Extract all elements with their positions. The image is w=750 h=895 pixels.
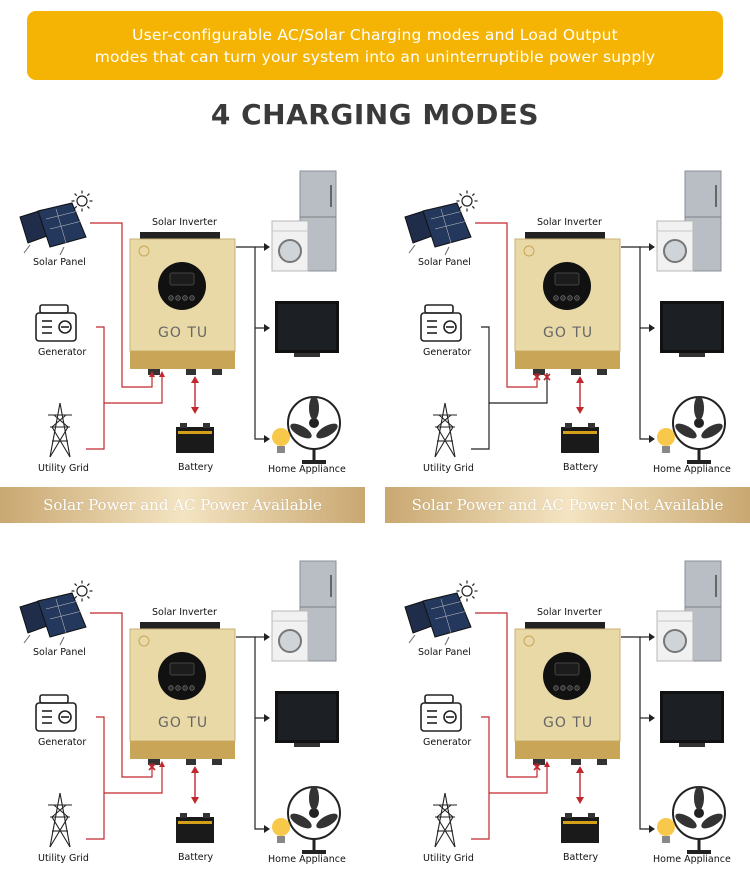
battery-label: Battery xyxy=(563,852,599,863)
inverter-label: Solar Inverter xyxy=(152,607,217,618)
brand-logo: GO TU xyxy=(158,325,209,341)
x-mark-icon xyxy=(148,763,156,771)
solar-panel-icon xyxy=(404,592,472,646)
home-appliance-label: Home Appliance xyxy=(653,854,731,865)
bulb-icon xyxy=(272,818,290,843)
solar-panel-label: Solar Panel xyxy=(418,257,471,268)
bulb-icon xyxy=(657,818,675,843)
inverter-label: Solar Inverter xyxy=(537,607,602,618)
solar-panel-icon xyxy=(19,592,87,646)
mode-panel-2: Solar Inverter Solar Panel Generator Uti… xyxy=(385,165,750,523)
home-appliance-label: Home Appliance xyxy=(268,464,346,475)
home-appliance-label: Home Appliance xyxy=(653,464,731,475)
inverter-icon xyxy=(129,622,236,765)
fan-icon xyxy=(287,786,341,854)
utility-grid-icon xyxy=(48,402,72,458)
battery-icon xyxy=(561,423,599,453)
washing-machine-icon xyxy=(271,220,309,272)
solar-panel-label: Solar Panel xyxy=(33,257,86,268)
bulb-icon xyxy=(657,428,675,453)
utility-grid-label: Utility Grid xyxy=(38,463,89,474)
inverter-icon xyxy=(514,622,621,765)
tv-icon xyxy=(275,301,339,357)
tv-icon xyxy=(660,301,724,357)
generator-icon xyxy=(35,694,77,732)
generator-icon xyxy=(35,304,77,342)
banner-line-1: User-configurable AC/Solar Charging mode… xyxy=(132,25,618,44)
fan-icon xyxy=(287,396,341,464)
generator-icon xyxy=(420,304,462,342)
mode-panel-4: Solar Inverter Solar Panel Generator Uti… xyxy=(385,555,750,895)
washing-machine-icon xyxy=(271,610,309,662)
x-mark-icon xyxy=(533,763,541,771)
mode-caption: Solar Power and AC Power Available xyxy=(0,487,365,523)
x-mark-icon xyxy=(533,373,541,381)
page-title: 4 CHARGING MODES xyxy=(210,98,540,131)
banner-line-2: modes that can turn your system into an … xyxy=(94,47,656,66)
battery-label: Battery xyxy=(178,462,214,473)
fan-icon xyxy=(672,786,726,854)
brand-logo: GO TU xyxy=(543,715,594,731)
battery-label: Battery xyxy=(563,462,599,473)
washing-machine-icon xyxy=(656,610,694,662)
brand-logo: GO TU xyxy=(543,325,594,341)
feature-banner: User-configurable AC/Solar Charging mode… xyxy=(27,11,723,80)
fan-icon xyxy=(672,396,726,464)
refrigerator-icon xyxy=(684,170,722,272)
brand-logo: GO TU xyxy=(158,715,209,731)
generator-label: Generator xyxy=(423,347,472,358)
utility-grid-label: Utility Grid xyxy=(423,463,474,474)
sun-icon xyxy=(71,580,93,602)
tv-icon xyxy=(660,691,724,747)
mode-caption: Solar Power and AC Power Not Available xyxy=(385,487,750,523)
utility-grid-icon xyxy=(433,792,457,848)
solar-panel-icon xyxy=(19,202,87,256)
utility-grid-label: Utility Grid xyxy=(423,853,474,864)
tv-icon xyxy=(275,691,339,747)
generator-label: Generator xyxy=(38,347,87,358)
utility-grid-icon xyxy=(48,792,72,848)
sun-icon xyxy=(71,190,93,212)
utility-grid-icon xyxy=(433,402,457,458)
inverter-icon xyxy=(129,232,236,375)
battery-icon xyxy=(176,423,214,453)
sun-icon xyxy=(456,580,478,602)
generator-label: Generator xyxy=(38,737,87,748)
battery-icon xyxy=(176,813,214,843)
washing-machine-icon xyxy=(656,220,694,272)
generator-label: Generator xyxy=(423,737,472,748)
bulb-icon xyxy=(272,428,290,453)
inverter-icon xyxy=(514,232,621,375)
inverter-label: Solar Inverter xyxy=(537,217,602,228)
generator-icon xyxy=(420,694,462,732)
utility-grid-label: Utility Grid xyxy=(38,853,89,864)
mode-panel-3: Solar Inverter Solar Panel Generator Uti… xyxy=(0,555,365,895)
sun-icon xyxy=(456,190,478,212)
solar-panel-icon xyxy=(404,202,472,256)
mode-panel-1: Solar Inverter Solar Panel Generator Uti… xyxy=(0,165,365,523)
battery-icon xyxy=(561,813,599,843)
inverter-label: Solar Inverter xyxy=(152,217,217,228)
x-mark-icon xyxy=(543,373,551,381)
solar-panel-label: Solar Panel xyxy=(33,647,86,658)
home-appliance-label: Home Appliance xyxy=(268,854,346,865)
battery-label: Battery xyxy=(178,852,214,863)
solar-panel-label: Solar Panel xyxy=(418,647,471,658)
